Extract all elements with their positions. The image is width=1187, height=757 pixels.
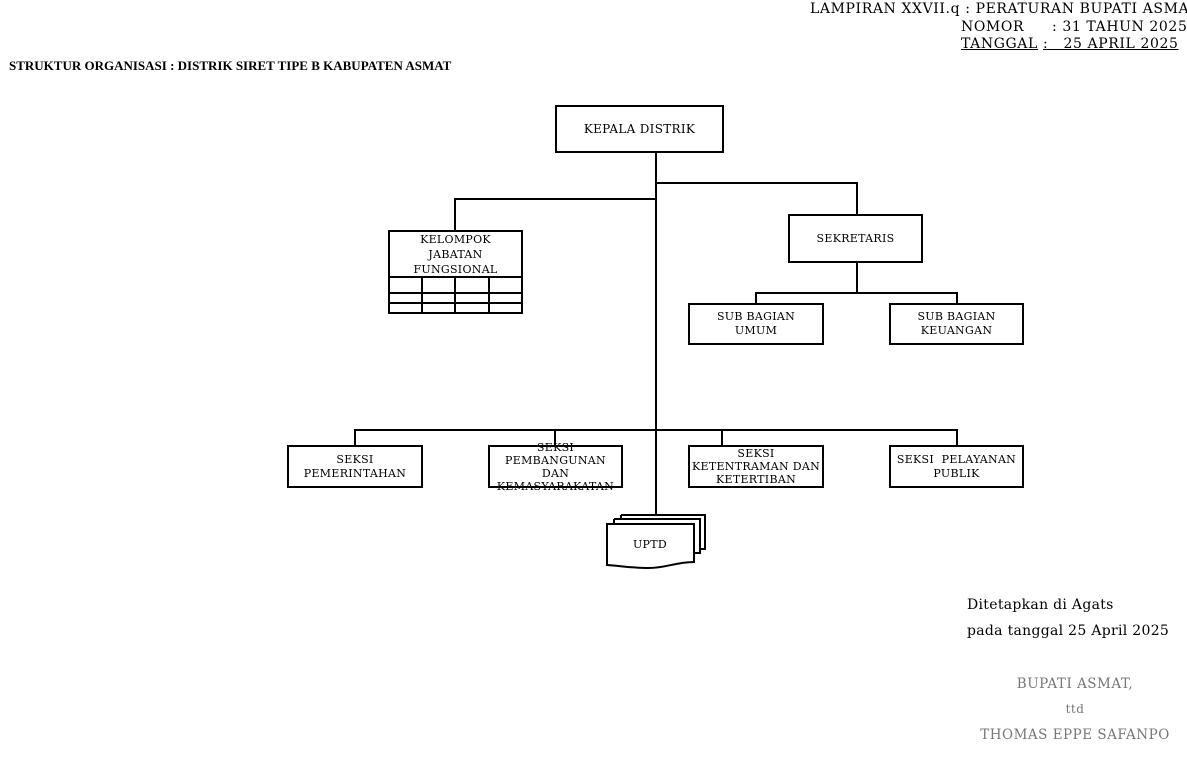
seksi-pelayanan-line-1: SEKSI PELAYANAN [896, 452, 1017, 466]
connector-jf-drop [454, 198, 456, 232]
connector-seksi-3-drop [721, 429, 723, 446]
seksi-pembangunan-line-2: PEMBANGUNAN DAN [505, 453, 606, 480]
connector-subbag-umum-drop [755, 292, 757, 304]
subbag-keuangan-line-1: SUB BAGIAN [917, 310, 996, 323]
seksi-pembangunan-box: SEKSI PEMBANGUNAN DAN KEMASYARAKATAN [488, 441, 623, 493]
seksi-ketentraman-line-3: KETERTIBAN [715, 473, 797, 486]
connector-sekretaris-horizontal [655, 182, 858, 184]
nomor-value: : 31 TAHUN 2025 [1052, 19, 1187, 35]
seksi-pemerintahan-line-1: SEKSI [336, 452, 374, 466]
lampiran-line: LAMPIRAN XXVII.q : PERATURAN BUPATI ASMA… [810, 1, 1187, 17]
kepala-distrik-box: KEPALA DISTRIK [555, 105, 724, 153]
jabatan-fungsional-grid [388, 276, 523, 314]
connector-seksi-4-drop [956, 429, 958, 446]
seksi-pembangunan-line-1: SEKSI [536, 440, 575, 454]
signatory-name: THOMAS EPPE SAFANPO [980, 727, 1170, 743]
connector-seksi-2-drop [554, 429, 556, 446]
seksi-ketentraman-line-2: KETENTRAMAN DAN [691, 460, 821, 473]
sekretaris-box: SEKRETARIS [788, 214, 923, 263]
seksi-pelayanan-box: SEKSI PELAYANAN PUBLIK [889, 445, 1024, 488]
uptd-label: UPTD [632, 538, 668, 551]
sekretaris-label: SEKRETARIS [816, 231, 895, 245]
uptd-document-icon [606, 514, 706, 570]
tanggal-value: : 25 APRIL 2025 [1043, 36, 1179, 52]
connector-subbag-horizontal [755, 292, 958, 294]
nomor-label: NOMOR [961, 19, 1025, 35]
jf-line-1: KELOMPOK [420, 232, 491, 246]
connector-jf-horizontal [454, 198, 657, 200]
connector-sekretaris-drop [856, 182, 858, 216]
seksi-pembangunan-line-3: KEMASYARAKATAN [496, 479, 615, 493]
subbag-umum-line-1: SUB BAGIAN [716, 310, 796, 323]
kepala-distrik-label: KEPALA DISTRIK [583, 122, 696, 136]
ditetapkan-text: Ditetapkan di Agats [967, 597, 1114, 613]
tanggal-penetapan-text: pada tanggal 25 April 2025 [967, 623, 1170, 639]
seksi-ketentraman-line-1: SEKSI [737, 447, 775, 460]
page-title: STRUKTUR ORGANISASI : DISTRIK SIRET TIPE… [9, 58, 452, 73]
seksi-pemerintahan-line-2: PEMERINTAHAN [303, 466, 407, 480]
subbag-umum-line-2: UMUM [734, 324, 778, 337]
subbag-umum-box: SUB BAGIAN UMUM [688, 303, 824, 345]
connector-subbag-keuangan-drop [956, 292, 958, 304]
jabatan-fungsional-box: KELOMPOK JABATAN FUNGSIONAL [388, 230, 523, 278]
jabatan-text: BUPATI ASMAT, [1016, 676, 1134, 692]
seksi-pelayanan-line-2: PUBLIK [933, 466, 980, 480]
subbag-keuangan-line-2: KEUANGAN [920, 324, 993, 337]
subbag-keuangan-box: SUB BAGIAN KEUANGAN [889, 303, 1024, 345]
jf-line-2: JABATAN [428, 247, 483, 261]
connector-main-vertical [655, 151, 657, 516]
seksi-pemerintahan-box: SEKSI PEMERINTAHAN [287, 445, 423, 488]
connector-seksi-horizontal [354, 429, 958, 431]
tanggal-label: TANGGAL [961, 36, 1038, 52]
connector-subbag-vertical [856, 261, 858, 294]
connector-seksi-1-drop [354, 429, 356, 446]
seksi-ketentraman-box: SEKSI KETENTRAMAN DAN KETERTIBAN [688, 445, 824, 488]
ttd-text: ttd [1065, 702, 1085, 716]
jf-line-3: FUNGSIONAL [413, 262, 498, 276]
